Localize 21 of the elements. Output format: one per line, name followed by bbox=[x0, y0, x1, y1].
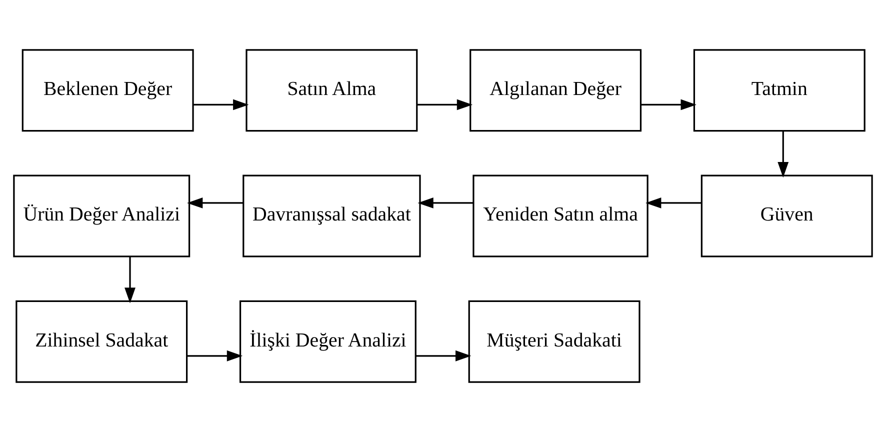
node-box: Müşteri Sadakati bbox=[468, 300, 640, 383]
arrow bbox=[186, 350, 243, 362]
node-box: Güven bbox=[700, 174, 873, 258]
node-box: Satın Alma bbox=[246, 49, 418, 132]
arrow bbox=[187, 197, 244, 208]
node-box: Zihinsel Sadakat bbox=[16, 300, 188, 383]
node-box: Beklenen Değer bbox=[22, 49, 194, 132]
node-box: Ürün Değer Analizi bbox=[13, 174, 190, 258]
arrow bbox=[640, 99, 696, 110]
node-box: Algılanan Değer bbox=[470, 49, 642, 132]
arrow bbox=[193, 99, 249, 110]
arrow bbox=[124, 256, 136, 304]
node-box: Yeniden Satın alma bbox=[472, 174, 648, 258]
arrow bbox=[418, 197, 474, 208]
node-box: Tatmin bbox=[693, 49, 866, 132]
node-box: Davranışsal sadakat bbox=[242, 174, 421, 258]
arrow bbox=[416, 350, 472, 362]
arrow bbox=[416, 99, 473, 110]
node-box: İlişki Değer Analizi bbox=[239, 300, 416, 383]
arrow bbox=[778, 130, 789, 178]
arrow bbox=[646, 197, 702, 208]
